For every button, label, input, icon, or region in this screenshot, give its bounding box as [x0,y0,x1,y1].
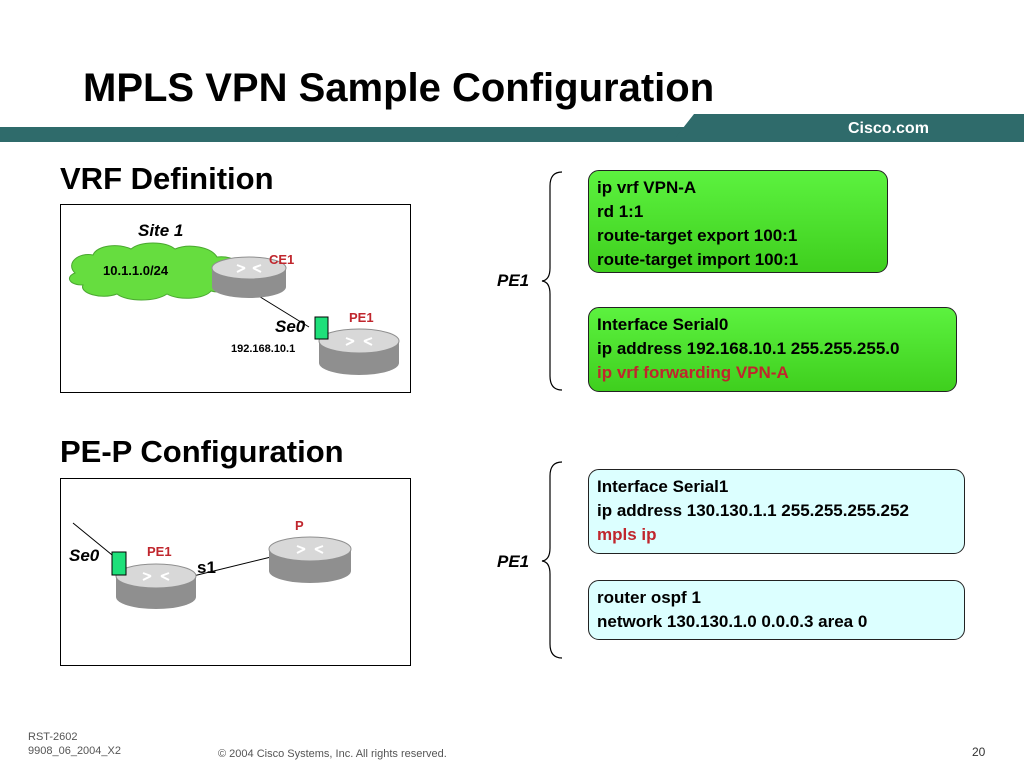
page-number: 20 [972,745,986,759]
se0-interface-marker [314,316,329,340]
cisco-brand-label: Cisco.com [848,120,929,137]
se0-interface-label: Se0 [69,546,100,565]
config-line-highlight: mpls ip [597,525,657,544]
vrf-topology-diagram: Site 1 10.1.1.0/24 CE1 PE1 Se0 192.168.1… [68,221,400,375]
vrf-section-heading: VRF Definition [60,161,274,196]
vrf-config-box: ip vrf VPN-A rd 1:1 route-target export … [588,170,888,273]
ce-pe-link [256,294,310,328]
se0-stub-link [72,522,118,560]
pe1-brace-upper [541,171,563,391]
pep-section-heading: PE-P Configuration [60,434,344,469]
p-label: P [295,518,304,533]
header-banner [0,114,1024,142]
pe1-label: PE1 [147,544,172,559]
p-router-icon [268,536,352,583]
config-line: route-target import 100:1 [597,250,799,269]
mpls-interface-config-box: Interface Serial1 ip address 130.130.1.1… [588,469,965,554]
pep-topology-diagram: Se0 PE1 s1 P [69,518,352,609]
slide-title: MPLS VPN Sample Configuration [83,66,715,110]
config-line: Interface Serial0 [597,315,729,334]
footer-doc-code: 9908_06_2004_X2 [28,745,121,757]
vrf-diagram-panel: Site 1 10.1.1.0/24 CE1 PE1 Se0 192.168.1… [60,204,411,393]
ospf-config-box: router ospf 1 network 130.130.1.0 0.0.0.… [588,580,965,640]
pe1-brace-label-upper: PE1 [497,271,530,290]
interface-ip-label: 192.168.10.1 [231,343,295,355]
se0-interface-marker [111,551,127,576]
footer-copyright: © 2004 Cisco Systems, Inc. All rights re… [218,748,447,760]
pe1-brace-lower [541,461,563,659]
s1-link-label: s1 [197,558,216,577]
pep-diagram-panel: Se0 PE1 s1 P [60,478,411,666]
config-line: router ospf 1 [597,588,701,607]
pe1-brace-label-lower: PE1 [497,552,530,571]
config-line: route-target export 100:1 [597,226,798,245]
pe1-label: PE1 [349,310,374,325]
config-line: Interface Serial1 [597,477,729,496]
cloud-prefix-label: 10.1.1.0/24 [103,263,169,278]
ce1-label: CE1 [269,252,294,267]
ce1-router-icon [211,256,287,298]
pe1-router-icon [115,563,197,609]
config-line: rd 1:1 [597,202,644,221]
config-line-highlight: ip vrf forwarding VPN-A [597,363,789,382]
config-line: network 130.130.1.0 0.0.0.3 area 0 [597,612,868,631]
config-line: ip address 192.168.10.1 255.255.255.0 [597,339,900,358]
config-line: ip vrf VPN-A [597,178,697,197]
pe1-router-icon [318,328,400,375]
config-line: ip address 130.130.1.1 255.255.255.252 [597,501,909,520]
se0-interface-label: Se0 [275,317,306,336]
interface-config-box: Interface Serial0 ip address 192.168.10.… [588,307,957,392]
site-label: Site 1 [138,221,183,240]
footer-session-code: RST-2602 [28,731,78,743]
